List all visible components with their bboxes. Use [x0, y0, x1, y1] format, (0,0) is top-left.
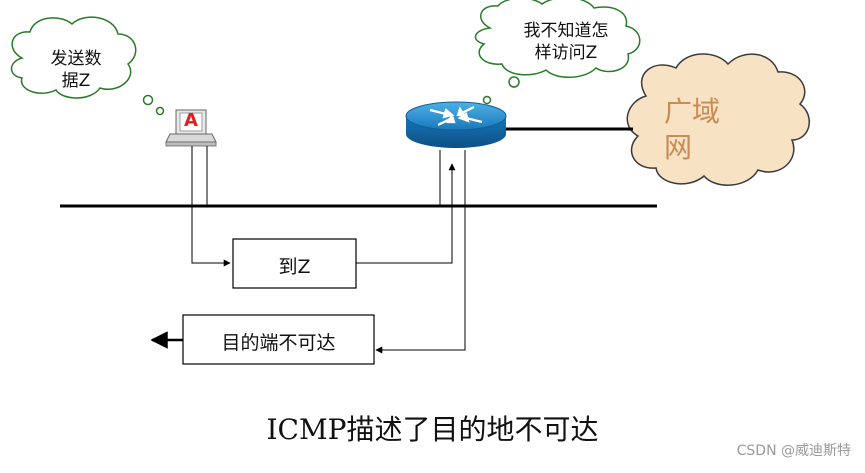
flow-packet-to-router	[356, 163, 456, 264]
packet-box	[232, 238, 357, 289]
diagram-caption: ICMP描述了目的地不可达	[266, 413, 599, 446]
flow-host-to-packet	[191, 206, 231, 267]
host-terminal-icon	[165, 109, 217, 147]
wan-label-line1: 广域	[664, 95, 721, 128]
thought-host-line2: 据Z	[61, 71, 91, 91]
wan-cloud	[626, 53, 810, 186]
thought-router-text: 我不知道怎 样访问Z	[506, 20, 626, 64]
wan-label: 广域 网	[664, 94, 720, 166]
unreachable-box	[182, 314, 375, 365]
thought-host-line1: 发送数	[50, 49, 102, 69]
packet-box-label: 到Z	[278, 256, 311, 278]
thought-bubble-host	[10, 16, 165, 116]
host-label: A	[184, 110, 198, 131]
watermark: CSDN @威迪斯特	[736, 443, 851, 459]
wan-label-line2: 网	[664, 131, 693, 164]
unreachable-box-label: 目的端不可达	[221, 332, 336, 354]
thought-host-text: 发送数 据Z	[36, 48, 116, 92]
thought-router-line2: 样访问Z	[534, 43, 598, 63]
router-icon	[405, 101, 507, 148]
flow-router-to-icmp	[375, 206, 466, 354]
thought-router-line1: 我不知道怎	[523, 21, 609, 41]
thought-bubble-router	[474, 0, 641, 105]
